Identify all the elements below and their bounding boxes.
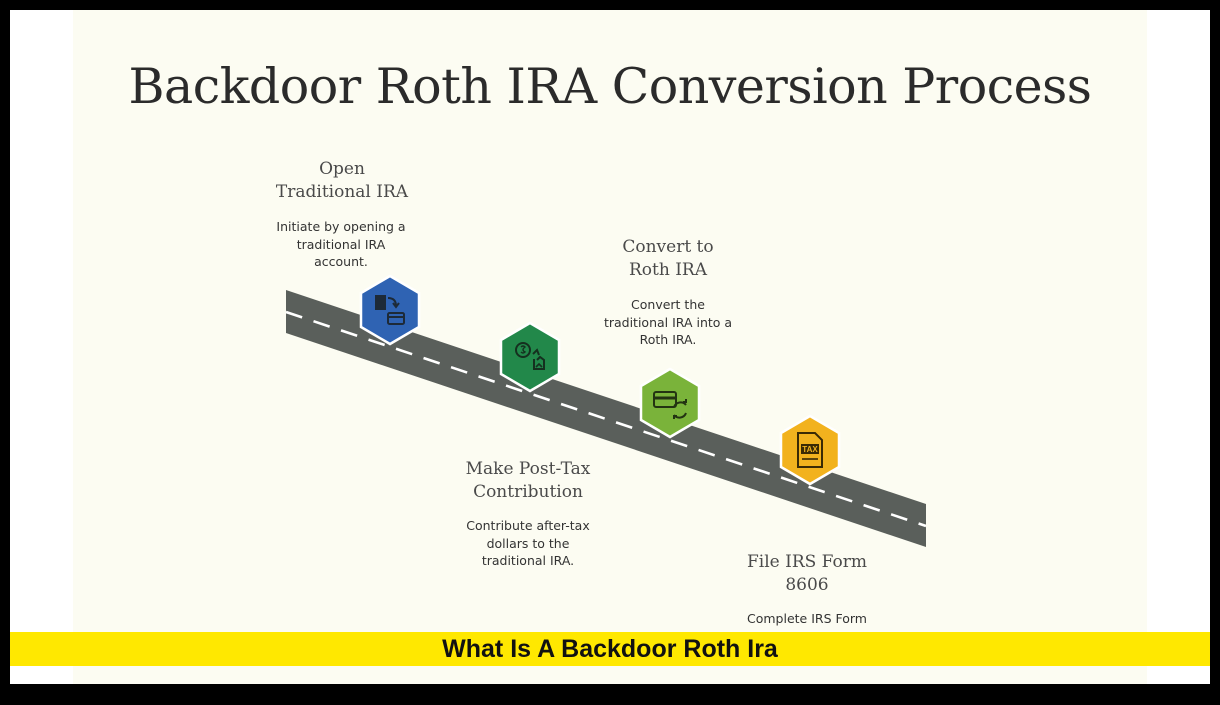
step-3-title: Convert to Roth IRA — [568, 236, 768, 282]
step-4-description: Complete IRS Form — [732, 610, 882, 628]
step-4-desc-line-1: Complete IRS Form — [747, 611, 867, 626]
transfer-card-icon — [375, 295, 405, 325]
step-1-description: Initiate by opening a traditional IRA ac… — [266, 218, 416, 271]
step-1-desc-line-2: traditional IRA — [296, 236, 386, 252]
step-3-title-line-1: Convert to — [622, 237, 714, 257]
step-2-desc-line-2: dollars to the — [486, 535, 570, 551]
step-4-title-line-1: File IRS Form — [746, 552, 868, 572]
tax-document-icon: TAX — [797, 432, 823, 468]
step-2-description: Contribute after-tax dollars to the trad… — [453, 517, 603, 570]
tax-icon-label: TAX — [802, 445, 818, 454]
step-1-title: Open Traditional IRA — [242, 158, 442, 204]
step-4-title-line-2: 8606 — [785, 575, 829, 595]
step-3-desc-line-1: Convert the — [631, 297, 705, 312]
step-2-title-line-1: Make Post-Tax — [465, 459, 591, 479]
road-center-dashes — [285, 310, 927, 528]
step-2-desc-line-3: traditional IRA. — [481, 553, 575, 568]
step-1-hexagon — [359, 274, 421, 346]
step-2-hexagon — [499, 321, 561, 393]
step-1-desc-line-3: account. — [314, 254, 368, 269]
step-2-marker — [499, 321, 561, 393]
step-3-desc-line-2: traditional IRA into a — [603, 314, 733, 330]
road — [286, 290, 926, 547]
step-2-desc-line-1: Contribute after-tax — [466, 518, 590, 533]
step-3-hexagon — [639, 367, 701, 439]
step-3-marker — [639, 367, 701, 439]
step-1-title-line-2: Traditional IRA — [275, 182, 409, 202]
step-3-title-line-2: Roth IRA — [628, 260, 707, 280]
step-3-desc-line-3: Roth IRA. — [639, 332, 697, 347]
step-1-title-line-1: Open — [319, 159, 365, 179]
infographic-panel — [73, 10, 1147, 684]
caption-text: What Is A Backdoor Roth Ira — [442, 635, 778, 663]
infographic-title: Backdoor Roth IRA Conversion Process — [128, 58, 1092, 115]
step-4-marker: TAX — [779, 414, 841, 486]
step-1-marker — [359, 274, 421, 346]
step-4-title: File IRS Form 8606 — [707, 551, 907, 597]
step-1-desc-line-1: Initiate by opening a — [276, 219, 406, 234]
dollar-hand-icon — [515, 342, 545, 370]
step-3-description: Convert the traditional IRA into a Roth … — [593, 296, 743, 349]
road-diagram: TAX — [285, 274, 927, 547]
image-frame: Backdoor Roth IRA Conversion Process — [10, 10, 1210, 684]
step-2-title-line-2: Contribution — [473, 482, 583, 502]
step-2-title: Make Post-Tax Contribution — [428, 458, 628, 504]
card-refresh-icon — [653, 391, 687, 419]
caption-bar: What Is A Backdoor Roth Ira — [10, 632, 1210, 666]
